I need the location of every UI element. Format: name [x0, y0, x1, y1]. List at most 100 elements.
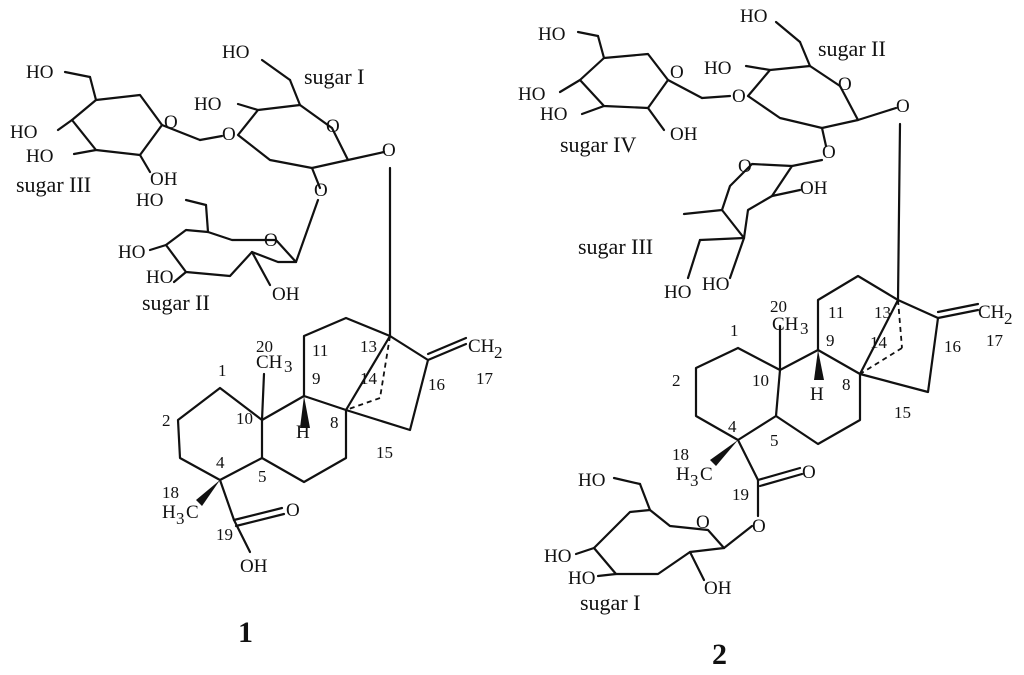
- subscript-2: 2: [1004, 309, 1013, 328]
- carbon-number: 1: [730, 321, 739, 340]
- ch2-label: CH: [978, 302, 1005, 323]
- glycosidic-o-label: O: [822, 142, 836, 163]
- carbon-number: 9: [826, 331, 835, 350]
- sugar-iii-label: sugar III: [578, 234, 653, 259]
- oh-label: OH: [704, 578, 732, 599]
- glycosidic-o-label: O: [382, 140, 396, 161]
- h-label: H: [810, 384, 824, 405]
- compound-1-number: 1: [238, 616, 253, 649]
- glycosidic-o-label: O: [896, 96, 910, 117]
- compound-2-number: 2: [712, 638, 727, 671]
- compound-1-sugar-i-ring: [236, 58, 386, 190]
- ho-label: HO: [118, 242, 145, 263]
- carbon-number: 17: [986, 331, 1004, 350]
- carbonyl-o-label: O: [802, 462, 816, 483]
- carbon-number: 14: [870, 333, 888, 352]
- compound-2-sugar-ii-ring: [744, 20, 898, 148]
- ch2-label: CH: [468, 336, 495, 357]
- carbon-number: 16: [428, 375, 445, 394]
- h3c-label-h: H: [162, 502, 176, 523]
- ho-label: HO: [146, 267, 173, 288]
- carbon-number: 18: [162, 483, 179, 502]
- ho-label: HO: [538, 24, 565, 45]
- ho-label: HO: [26, 62, 53, 83]
- carbon-number: 19: [216, 525, 233, 544]
- oh-label: OH: [800, 178, 828, 199]
- ring-o-label: O: [838, 74, 852, 95]
- carbon-number: 13: [360, 337, 377, 356]
- ho-label: HO: [568, 568, 595, 589]
- carbon-number: 1: [218, 361, 227, 380]
- h-label: H: [296, 422, 310, 443]
- carbon-number: 10: [236, 409, 253, 428]
- ch3-label: CH: [256, 352, 283, 373]
- ho-label: HO: [664, 282, 691, 303]
- sugar-i-label: sugar I: [304, 64, 364, 89]
- carbon-number: 19: [732, 485, 749, 504]
- ring-o-label: O: [670, 62, 684, 83]
- compound-1-sugar-ii-ring: [148, 198, 320, 287]
- carbon-number: 17: [476, 369, 494, 388]
- glycosidic-o-label: O: [222, 124, 236, 145]
- carbon-number: 15: [894, 403, 911, 422]
- ho-label: HO: [702, 274, 729, 295]
- ho-label: HO: [704, 58, 731, 79]
- ho-label: HO: [578, 470, 605, 491]
- glycosidic-o-label: O: [732, 86, 746, 107]
- compound-1: HO HO HO OH O O sugar III HO HO O O O su…: [10, 42, 503, 649]
- carbon-number: 5: [258, 467, 267, 486]
- ring-o-label: O: [264, 230, 278, 251]
- carbon-number: 18: [672, 445, 689, 464]
- subscript-3: 3: [284, 357, 293, 376]
- oh-label: OH: [272, 284, 300, 305]
- carbonyl-o-label: O: [286, 500, 300, 521]
- ring-o-label: O: [164, 112, 178, 133]
- carbon-number: 2: [672, 371, 681, 390]
- compound-1-sugar-iii-ring: [56, 70, 224, 174]
- carbon-number: 9: [312, 369, 321, 388]
- ho-label: HO: [136, 190, 163, 211]
- sugar-ii-label: sugar II: [142, 290, 210, 315]
- sugar-iii-label: sugar III: [16, 172, 91, 197]
- compound-2-sugar-i-ring: [574, 476, 754, 582]
- ch3-label: CH: [772, 314, 799, 335]
- subscript-3: 3: [690, 471, 699, 490]
- oh-label: OH: [240, 556, 268, 577]
- sugar-iv-label: sugar IV: [560, 132, 636, 157]
- carbon-number: 20: [256, 337, 273, 356]
- subscript-3: 3: [176, 509, 185, 528]
- ho-label: HO: [518, 84, 545, 105]
- ho-label: HO: [222, 42, 249, 63]
- carbon-number: 8: [330, 413, 339, 432]
- compound-1-aglycone: [176, 166, 468, 554]
- sugar-ii-label: sugar II: [818, 36, 886, 61]
- carbon-number: 11: [312, 341, 328, 360]
- compound-2-aglycone: [694, 122, 980, 518]
- carbon-number: 13: [874, 303, 891, 322]
- ho-label: HO: [540, 104, 567, 125]
- carbon-number: 16: [944, 337, 961, 356]
- ring-o-label: O: [696, 512, 710, 533]
- carbon-number: 4: [728, 417, 737, 436]
- glycosidic-o-label: O: [314, 180, 328, 201]
- oh-label: OH: [150, 169, 178, 190]
- h3c-label-c: C: [700, 464, 713, 485]
- compound-2-sugar-iv-ring: [558, 30, 732, 132]
- h3c-label-c: C: [186, 502, 199, 523]
- subscript-2: 2: [494, 343, 503, 362]
- carbon-number: 10: [752, 371, 769, 390]
- subscript-3: 3: [800, 319, 809, 338]
- compound-2-sugar-iii-ring: [682, 158, 824, 280]
- carbon-number: 4: [216, 453, 225, 472]
- carbon-number: 14: [360, 369, 378, 388]
- sugar-i-label: sugar I: [580, 590, 640, 615]
- h3c-label-h: H: [676, 464, 690, 485]
- carbon-number: 8: [842, 375, 851, 394]
- carbon-number: 11: [828, 303, 844, 322]
- ho-label: HO: [26, 146, 53, 167]
- carbon-number: 5: [770, 431, 779, 450]
- carbon-number: 2: [162, 411, 171, 430]
- ester-o-label: O: [752, 516, 766, 537]
